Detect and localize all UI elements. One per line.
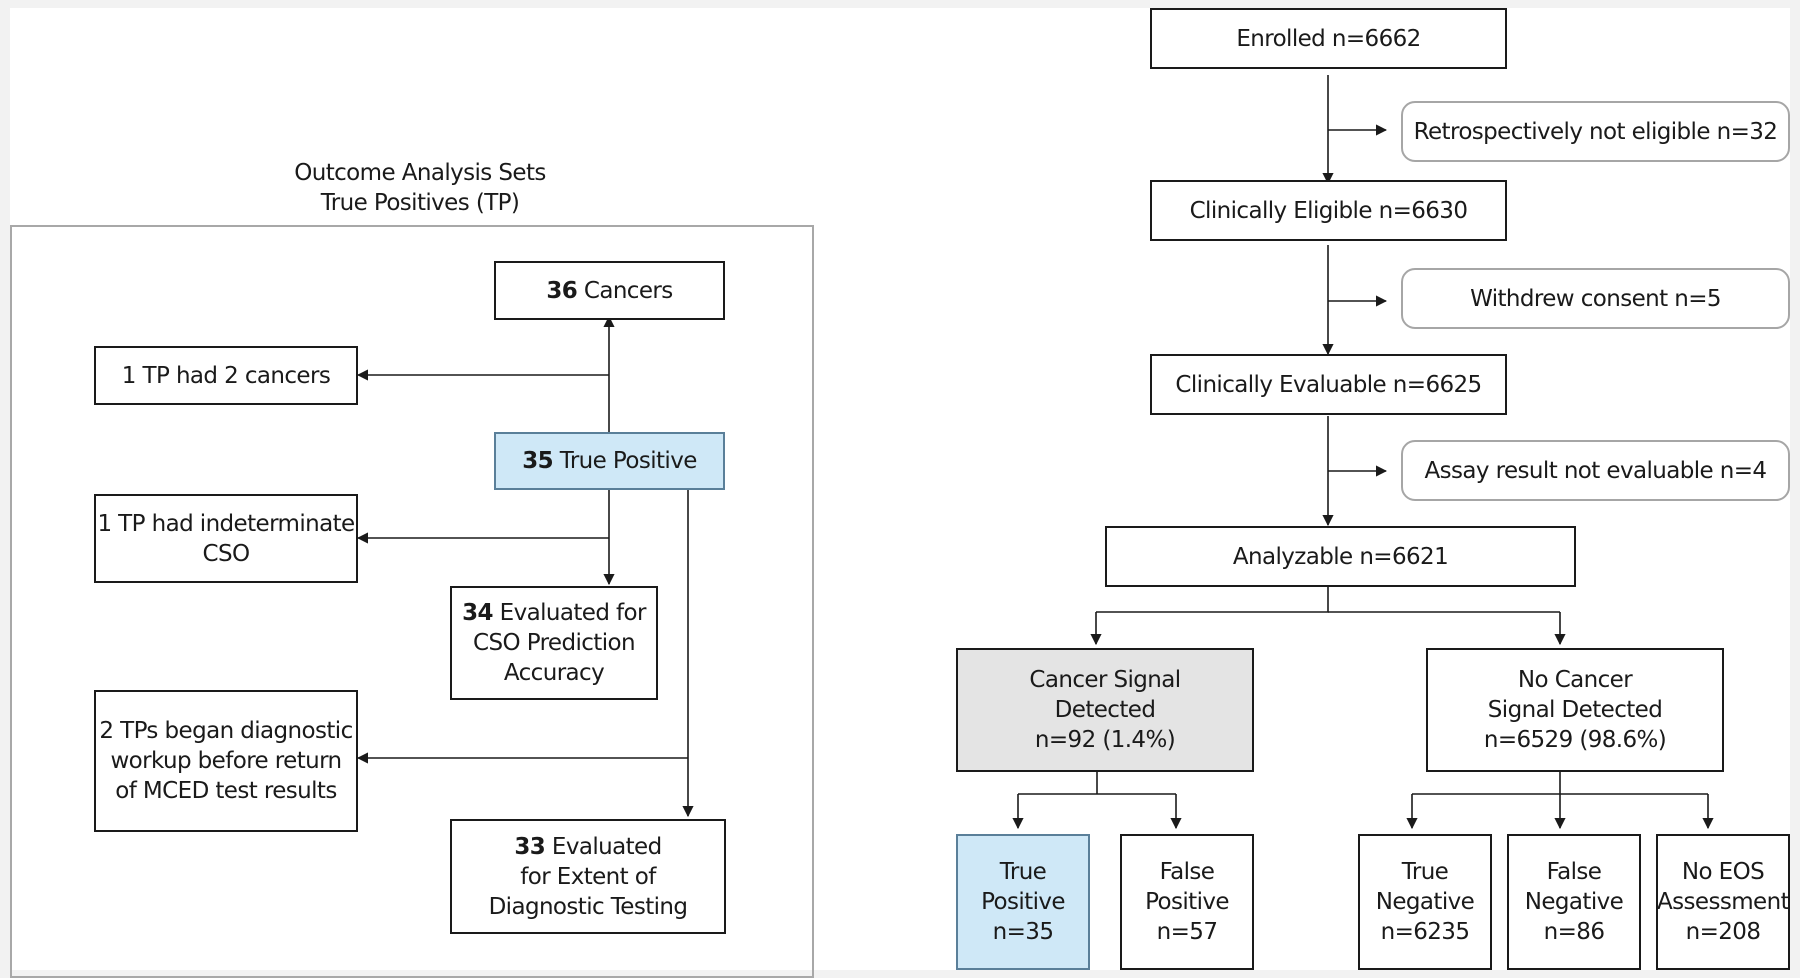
evaluable-box: Clinically Evaluable n=6625 bbox=[1150, 354, 1507, 415]
tp-line2: Positive bbox=[981, 889, 1065, 915]
tn-line3: n=6235 bbox=[1380, 919, 1470, 945]
cancers-label: Cancers bbox=[583, 277, 673, 304]
connector-lines bbox=[356, 75, 1714, 830]
eos-line2: Assessment bbox=[1657, 889, 1790, 915]
extent-line2: for Extent of bbox=[520, 863, 656, 890]
indeterminate-box: 1 TP had indeterminate CSO bbox=[94, 494, 358, 583]
withdrew-text: Withdrew consent n=5 bbox=[1470, 285, 1721, 312]
ncsd-line3: n=6529 (98.6%) bbox=[1483, 727, 1667, 753]
outcome-panel-title: Outcome Analysis Sets True Positives (TP… bbox=[210, 158, 630, 218]
outcome-title-line1: Outcome Analysis Sets bbox=[294, 160, 546, 186]
csd-line1: Cancer Signal bbox=[1029, 667, 1181, 693]
workup-line2: workup before return bbox=[110, 748, 342, 774]
tn-line1: True bbox=[1401, 859, 1449, 885]
ncsd-line2: Signal Detected bbox=[1487, 697, 1663, 723]
tp-line1: True bbox=[999, 859, 1047, 885]
workup-line1: 2 TPs began diagnostic bbox=[99, 718, 353, 744]
true-positive-label: True Positive bbox=[559, 448, 698, 474]
workup-line3: of MCED test results bbox=[115, 778, 337, 804]
eligible-box: Clinically Eligible n=6630 bbox=[1150, 180, 1507, 241]
fp-line1: False bbox=[1159, 859, 1215, 885]
fn-line1: False bbox=[1546, 859, 1602, 885]
false-positive-box: False Positive n=57 bbox=[1120, 834, 1254, 970]
fp-line2: Positive bbox=[1145, 889, 1229, 915]
cancers-box: 36 Cancers bbox=[494, 261, 725, 320]
enrolled-text: Enrolled n=6662 bbox=[1236, 25, 1421, 52]
extent-line3: Diagnostic Testing bbox=[488, 893, 688, 920]
not-eligible-box: Retrospectively not eligible n=32 bbox=[1401, 101, 1790, 162]
assay-not-evaluable-box: Assay result not evaluable n=4 bbox=[1401, 440, 1790, 501]
assay-not-evaluable-text: Assay result not evaluable n=4 bbox=[1424, 457, 1768, 484]
evaluable-text: Clinically Evaluable n=6625 bbox=[1175, 371, 1482, 398]
workup-box: 2 TPs began diagnostic workup before ret… bbox=[94, 690, 358, 832]
two-cancers-text: 1 TP had 2 cancers bbox=[121, 362, 331, 389]
fn-line2: Negative bbox=[1524, 889, 1624, 915]
tn-line2: Negative bbox=[1375, 889, 1475, 915]
cso-eval-line1: Evaluated for bbox=[499, 600, 647, 626]
outcome-panel-frame bbox=[10, 225, 814, 978]
tp-line3: n=35 bbox=[992, 919, 1054, 945]
ncsd-line1: No Cancer bbox=[1517, 667, 1633, 693]
outcome-title-line2: True Positives (TP) bbox=[320, 190, 520, 216]
diagram-canvas: Outcome Analysis Sets True Positives (TP… bbox=[10, 8, 1790, 978]
split-analyzable bbox=[1096, 587, 1329, 613]
not-eligible-text: Retrospectively not eligible n=32 bbox=[1413, 118, 1778, 145]
true-positive-box: 35 True Positive bbox=[494, 432, 725, 490]
withdrew-box: Withdrew consent n=5 bbox=[1401, 268, 1790, 329]
eos-line1: No EOS bbox=[1681, 859, 1765, 885]
eos-line3: n=208 bbox=[1685, 919, 1761, 945]
no-signal-box: No Cancer Signal Detected n=6529 (98.6%) bbox=[1426, 648, 1724, 772]
eligible-text: Clinically Eligible n=6630 bbox=[1189, 197, 1468, 224]
analyzable-box: Analyzable n=6621 bbox=[1105, 526, 1576, 587]
true-positive-outcome-box: True Positive n=35 bbox=[956, 834, 1090, 970]
extent-box: 33 Evaluated for Extent of Diagnostic Te… bbox=[450, 819, 726, 934]
cso-eval-count: 34 bbox=[462, 600, 493, 626]
two-cancers-box: 1 TP had 2 cancers bbox=[94, 346, 358, 405]
true-negative-box: True Negative n=6235 bbox=[1358, 834, 1492, 970]
indeterminate-line2: CSO bbox=[202, 540, 251, 567]
extent-count: 33 bbox=[514, 833, 546, 860]
enrolled-box: Enrolled n=6662 bbox=[1150, 8, 1507, 69]
fp-line3: n=57 bbox=[1156, 919, 1218, 945]
no-eos-box: No EOS Assessment n=208 bbox=[1656, 834, 1790, 970]
cancers-count: 36 bbox=[546, 277, 578, 304]
extent-line1: Evaluated bbox=[551, 833, 662, 860]
false-negative-box: False Negative n=86 bbox=[1507, 834, 1641, 970]
csd-line3: n=92 (1.4%) bbox=[1034, 727, 1176, 753]
cso-eval-box: 34 Evaluated for CSO Prediction Accuracy bbox=[450, 586, 658, 700]
true-positive-count: 35 bbox=[522, 448, 554, 474]
signal-detected-box: Cancer Signal Detected n=92 (1.4%) bbox=[956, 648, 1254, 772]
analyzable-text: Analyzable n=6621 bbox=[1232, 543, 1449, 570]
cso-eval-line3: Accuracy bbox=[503, 660, 605, 686]
fn-line3: n=86 bbox=[1543, 919, 1605, 945]
csd-line2: Detected bbox=[1054, 697, 1156, 723]
cso-eval-line2: CSO Prediction bbox=[473, 630, 636, 656]
indeterminate-line1: 1 TP had indeterminate bbox=[97, 510, 355, 537]
